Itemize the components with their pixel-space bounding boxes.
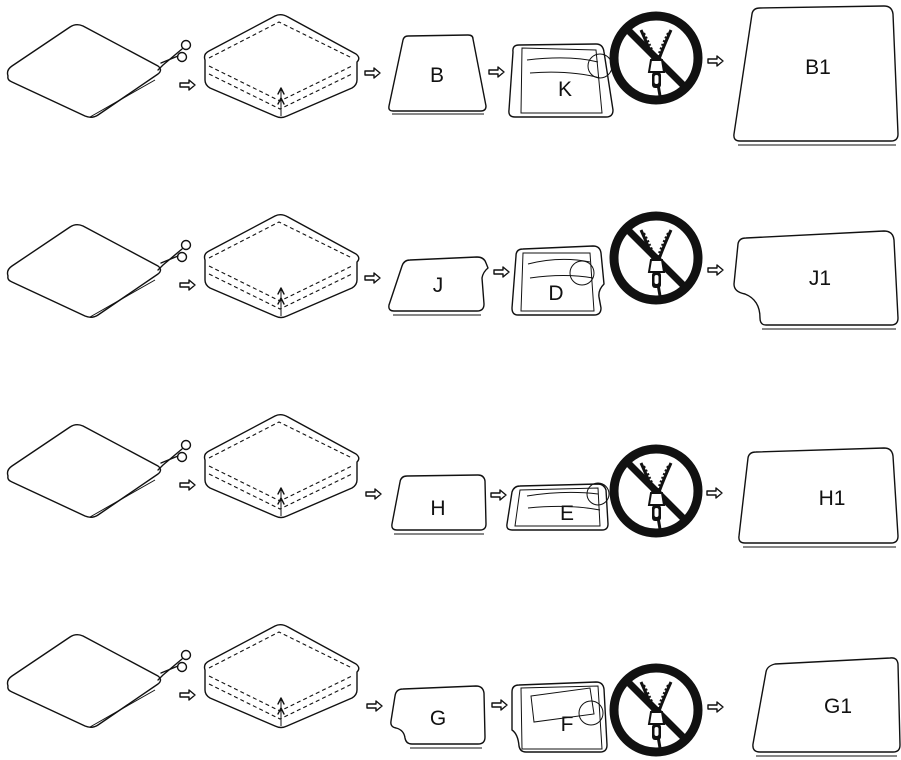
arrow-icon <box>491 699 508 711</box>
scissors-icon <box>157 439 192 471</box>
arrow-icon <box>706 487 723 499</box>
no-zipper-icon <box>614 668 698 752</box>
no-zipper-icon <box>614 16 698 100</box>
scissors-icon <box>157 649 192 681</box>
arrow-icon <box>365 488 382 500</box>
finished-cushion-icon <box>738 447 899 548</box>
row-3: H E H1 <box>6 414 899 548</box>
arrow-icon <box>179 79 196 91</box>
foam-insert-icon <box>508 43 614 118</box>
foam-insert-icon <box>511 681 608 753</box>
arrow-icon <box>493 266 510 278</box>
foam-label: K <box>558 78 572 101</box>
row-2: J D J1 <box>6 214 899 330</box>
scissors-icon <box>157 39 192 71</box>
sewn-cover-icon <box>203 414 360 519</box>
finished-cushion-icon <box>733 230 899 330</box>
cushion-icon <box>6 634 162 728</box>
sewn-cover-icon <box>203 14 360 119</box>
result-label: J1 <box>809 267 831 290</box>
arrow-icon <box>707 701 724 713</box>
arrow-icon <box>364 67 381 79</box>
foam-label: D <box>548 282 563 305</box>
bag-icon <box>390 685 486 749</box>
result-label: B1 <box>805 56 831 79</box>
sewn-cover-icon <box>203 624 360 729</box>
cushion-icon <box>6 424 162 518</box>
bag-icon <box>391 474 487 535</box>
row-1: B K B1 <box>6 5 899 146</box>
bag-icon <box>388 256 489 316</box>
arrow-icon <box>488 66 505 78</box>
foam-label: E <box>560 502 574 525</box>
arrow-icon <box>707 264 724 276</box>
foam-insert-icon <box>506 482 610 531</box>
bag-icon <box>388 34 487 115</box>
arrow-icon <box>366 700 383 712</box>
no-zipper-icon <box>614 449 698 533</box>
no-zipper-icon <box>614 216 698 300</box>
foam-insert-icon <box>511 245 605 316</box>
finished-cushion-icon <box>733 5 899 146</box>
sewn-cover-icon <box>203 214 360 319</box>
bag-label: H <box>430 497 445 520</box>
arrow-icon <box>490 489 507 501</box>
bag-label: J <box>433 274 444 297</box>
bag-label: B <box>430 64 444 87</box>
scissors-icon <box>157 239 192 271</box>
foam-label: F <box>561 713 574 736</box>
arrow-icon <box>707 55 724 67</box>
finished-cushion-icon <box>752 657 901 757</box>
row-4: G F G1 <box>6 624 901 757</box>
arrow-icon <box>179 479 196 491</box>
arrow-icon <box>364 272 381 284</box>
bag-label: G <box>430 707 446 730</box>
arrow-icon <box>179 689 196 701</box>
result-label: G1 <box>824 695 852 718</box>
cushion-icon <box>6 224 162 318</box>
result-label: H1 <box>819 487 846 510</box>
arrow-icon <box>179 279 196 291</box>
cushion-icon <box>6 24 162 118</box>
